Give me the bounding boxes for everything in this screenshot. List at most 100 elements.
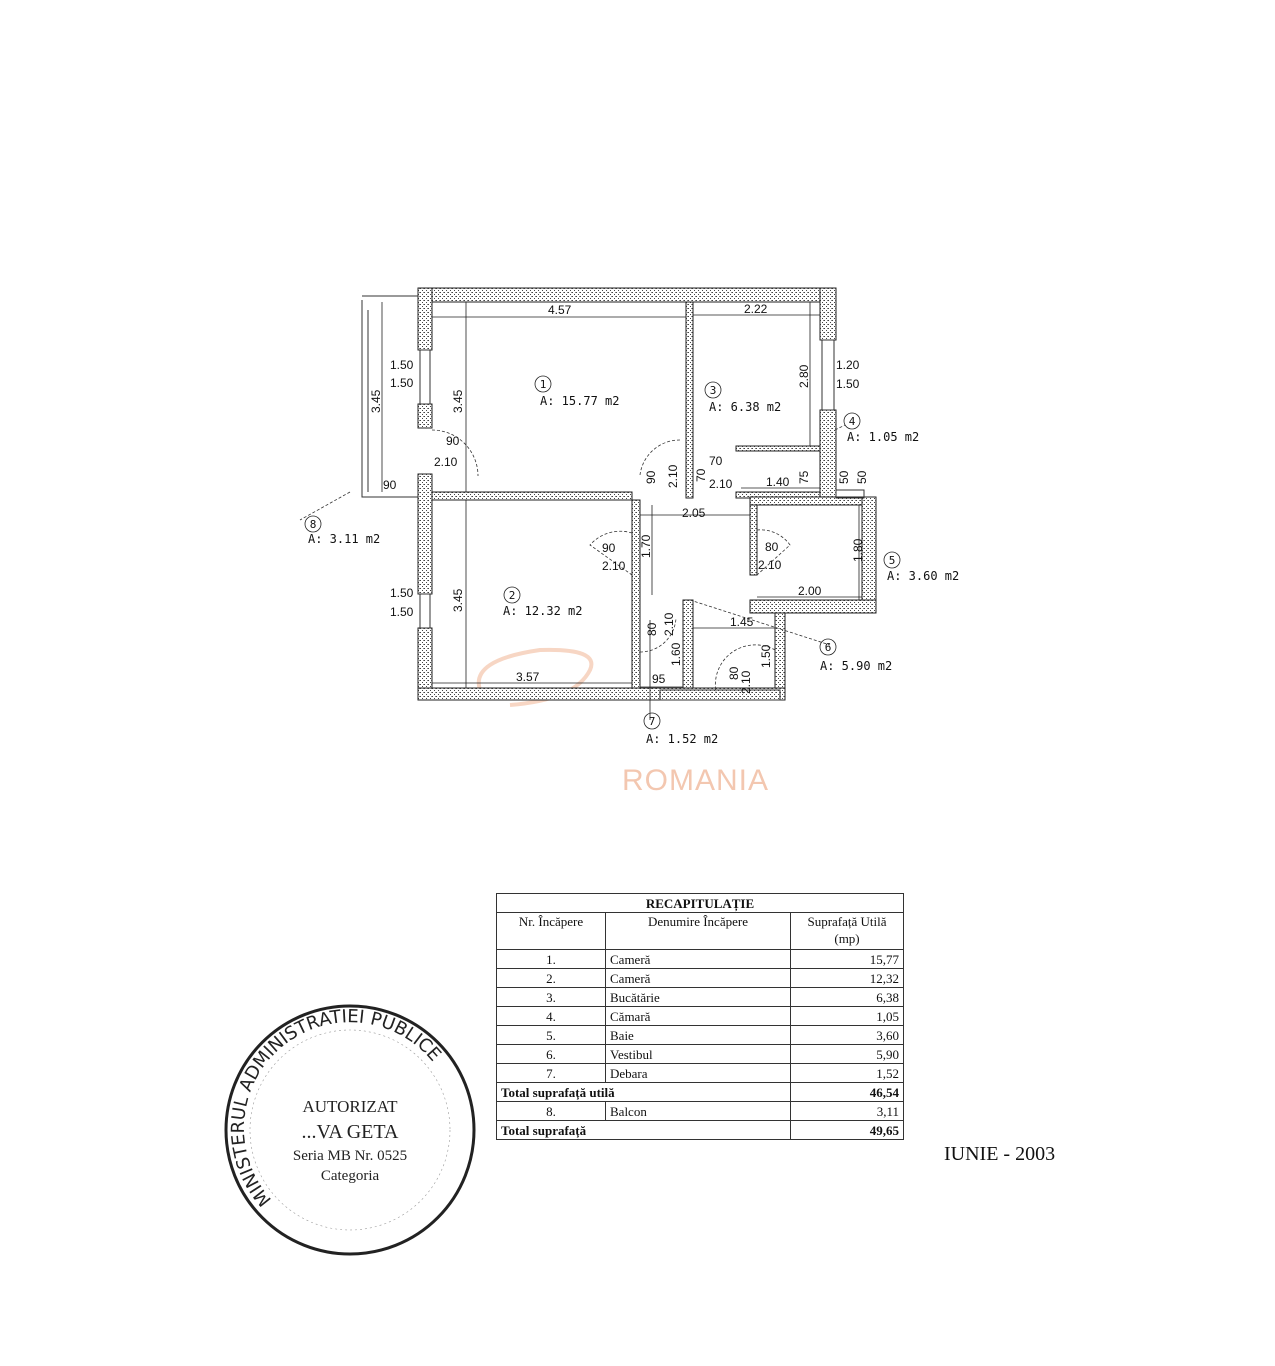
dim-label: 50: [855, 470, 869, 484]
dim-label: 75: [797, 470, 811, 484]
stamp-text: AUTORIZAT: [302, 1097, 398, 1116]
dim-label: 1.50: [390, 358, 414, 372]
column-header: Suprafață Utilă (mp): [790, 912, 904, 950]
room-area: A: 3.11 m2: [308, 532, 380, 546]
dim-label: 2.10: [739, 670, 753, 694]
room-area: A: 5.90 m2: [820, 659, 892, 673]
cell: 8.: [496, 1101, 606, 1121]
room-area: A: 15.77 m2: [540, 394, 619, 408]
dim-label: 1.60: [669, 642, 683, 666]
cell: Debara: [605, 1063, 791, 1083]
cell: Bucătărie: [605, 987, 791, 1007]
dim-label: 4.57: [548, 303, 572, 317]
room-number: 1: [540, 378, 547, 391]
cell: Vestibul: [605, 1044, 791, 1064]
cell: Balcon: [605, 1101, 791, 1121]
cell: 1,05: [790, 1006, 904, 1026]
room-area: A: 3.60 m2: [887, 569, 959, 583]
windows-and-balcony: [361, 295, 865, 701]
dim-label: 90: [446, 434, 460, 448]
cell: 4.: [496, 1006, 606, 1026]
cell: 46,54: [790, 1082, 904, 1102]
cell: Cameră: [605, 949, 791, 969]
dim-label: 50: [837, 470, 851, 484]
room-number: 5: [889, 554, 896, 567]
dim-label: 2.80: [797, 364, 811, 388]
watermark-text: ROMANIA: [622, 764, 769, 797]
dim-label: 3.57: [516, 670, 540, 684]
room-labels: [304, 375, 901, 730]
cell: 3.: [496, 987, 606, 1007]
room-number: 4: [849, 415, 856, 428]
summary-table: RECAPITULAȚIE Nr. Încăpere Denumire Încă…: [496, 893, 904, 1140]
dim-label: 1.40: [766, 475, 790, 489]
room-number: 2: [509, 589, 516, 602]
cell: 1,52: [790, 1063, 904, 1083]
cell: Total suprafață: [496, 1120, 791, 1140]
dim-label: 80: [727, 666, 741, 680]
stamp-text: Seria MB Nr. 0525: [293, 1148, 407, 1164]
cell: Total suprafață utilă: [496, 1082, 791, 1102]
room-area: A: 1.52 m2: [646, 732, 718, 746]
stamp-text: ...VA GETA: [302, 1121, 399, 1143]
cell: Cămară: [605, 1006, 791, 1026]
room-number: 8: [310, 518, 317, 531]
dim-label: 2.10: [709, 477, 733, 491]
dim-label: 70: [694, 468, 708, 482]
cell: 3,11: [790, 1101, 904, 1121]
room-number: 7: [649, 715, 656, 728]
dim-label: 2.10: [434, 455, 458, 469]
column-header: Nr. Încăpere: [496, 912, 606, 950]
document-date: IUNIE - 2003: [944, 1143, 1056, 1165]
cell: 49,65: [790, 1120, 904, 1140]
dim-label: 1.50: [390, 586, 414, 600]
cell: Baie: [605, 1025, 791, 1045]
walls: [417, 287, 877, 701]
room-area: A: 6.38 m2: [709, 400, 781, 414]
dimension-labels: 4.57 2.22 1.50 1.50 3.45 3.45 90 2.10 90…: [369, 302, 869, 694]
dim-label: 90: [383, 478, 397, 492]
dim-label: 1.70: [639, 534, 653, 558]
table-title: RECAPITULAȚIE: [496, 893, 904, 913]
cell: 3,60: [790, 1025, 904, 1045]
dim-label: 2.05: [682, 506, 706, 520]
cell: 7.: [496, 1063, 606, 1083]
cell: 6,38: [790, 987, 904, 1007]
room-number: 3: [710, 384, 717, 397]
dim-label: 3.45: [369, 389, 383, 413]
dim-label: 80: [765, 540, 779, 554]
cell: 6.: [496, 1044, 606, 1064]
room-number: 6: [825, 641, 832, 654]
stamp-text: Categoria: [321, 1168, 380, 1184]
dim-label: 2.10: [758, 558, 782, 572]
dim-label: 1.50: [390, 376, 414, 390]
cell: 5.: [496, 1025, 606, 1045]
room-area: A: 12.32 m2: [503, 604, 582, 618]
cell: 12,32: [790, 968, 904, 988]
column-header: Denumire Încăpere: [605, 912, 791, 950]
dim-label: 1.80: [851, 538, 865, 562]
dim-label: 2.10: [666, 464, 680, 488]
door-swings: [299, 424, 846, 693]
dim-label: 2.10: [602, 559, 626, 573]
dimension-lines: [381, 302, 862, 720]
dim-label: 1.20: [836, 358, 860, 372]
dim-label: 2.00: [798, 584, 822, 598]
dim-label: 2.22: [744, 302, 768, 316]
dim-label: 70: [709, 454, 723, 468]
dim-label: 3.45: [451, 389, 465, 413]
dim-label: 1.50: [836, 377, 860, 391]
dim-label: 3.45: [451, 588, 465, 612]
official-stamp: MINISTERUL ADMINISTRATIEI PUBLICE AUTORI…: [224, 1004, 476, 1256]
dim-label: 1.45: [730, 615, 754, 629]
cell: 15,77: [790, 949, 904, 969]
